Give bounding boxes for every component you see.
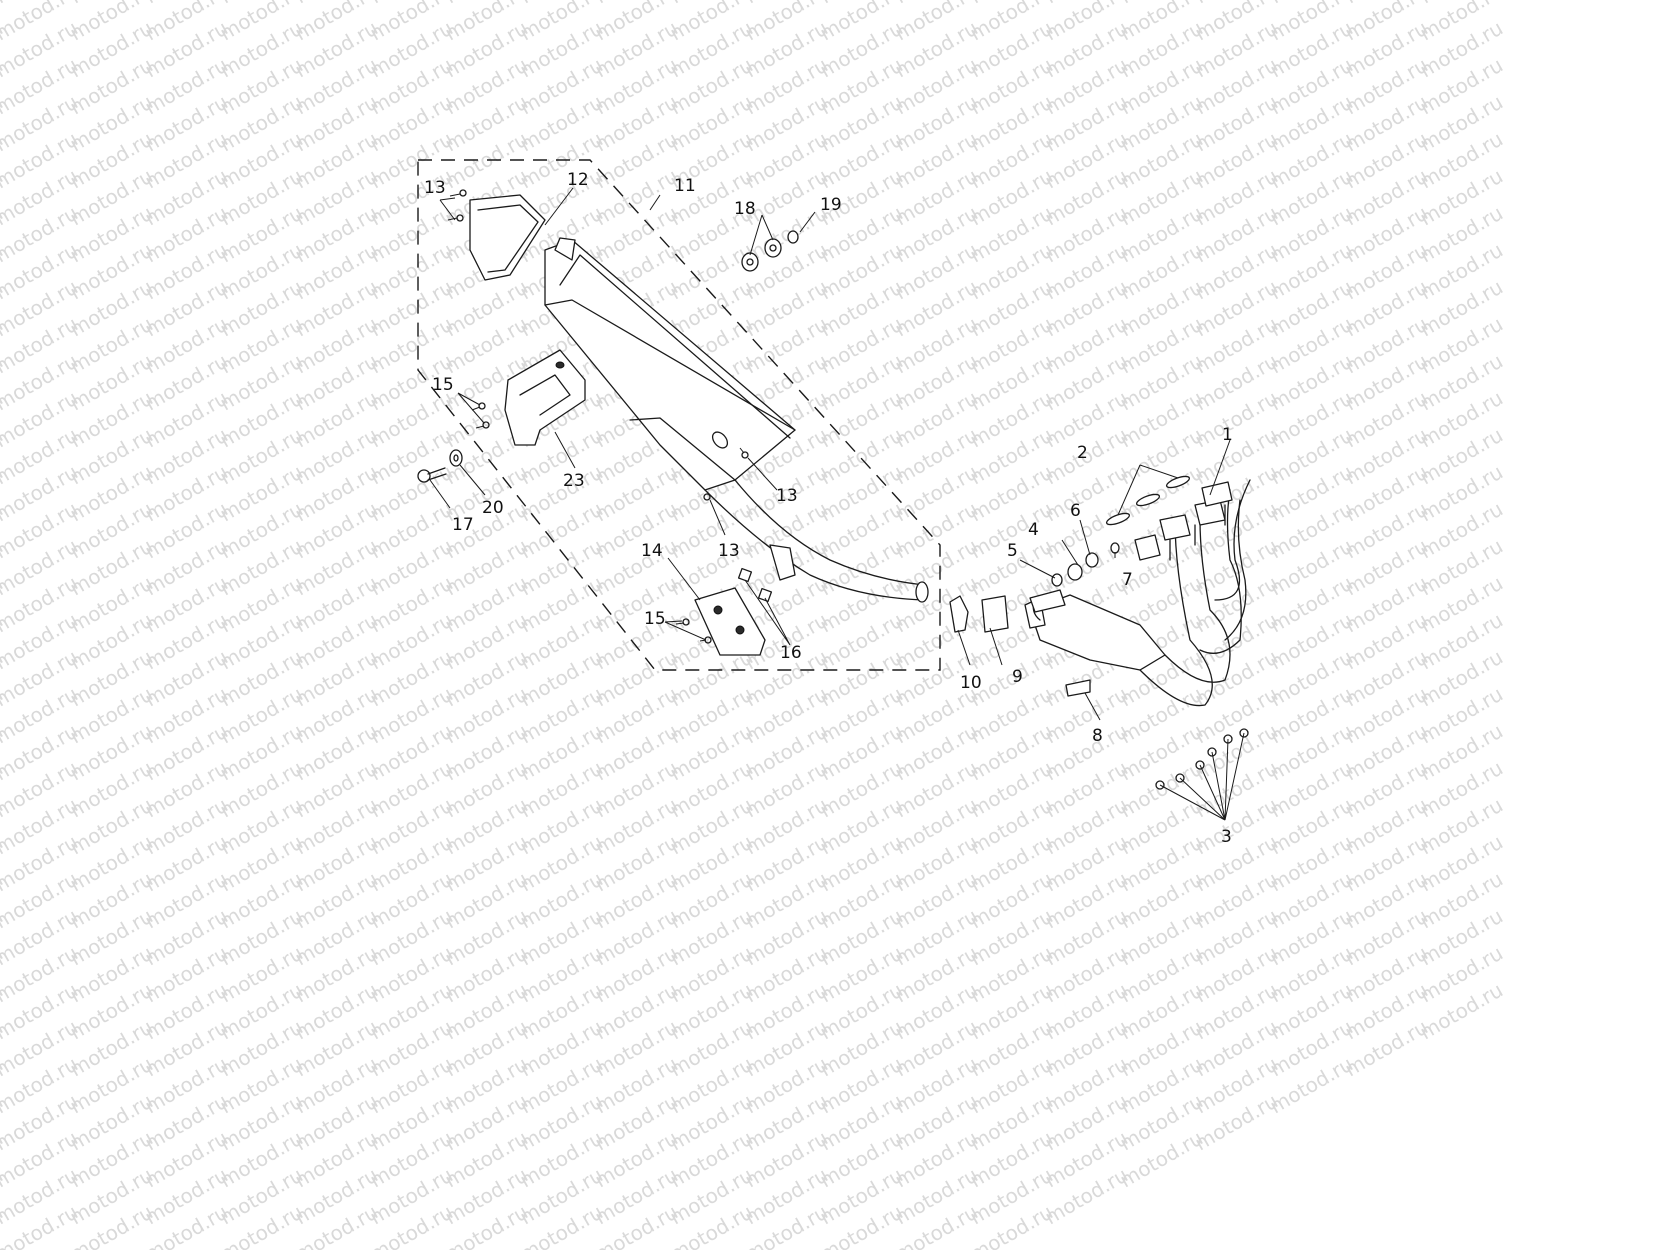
callout-19: 19	[820, 195, 842, 215]
callout-7: 7	[1122, 570, 1133, 590]
callout-10: 10	[960, 673, 982, 693]
callout-20: 20	[482, 498, 504, 518]
callout-3: 3	[1221, 827, 1232, 847]
callout-11: 11	[674, 176, 696, 196]
callout-15b: 15	[644, 609, 666, 629]
callout-23: 23	[563, 471, 585, 491]
callout-17: 17	[452, 515, 474, 535]
callout-2: 2	[1077, 443, 1088, 463]
callout-1: 1	[1222, 425, 1233, 445]
callout-8: 8	[1092, 726, 1103, 746]
callout-13b: 13	[776, 486, 798, 506]
callout-13c: 13	[718, 541, 740, 561]
callout-4: 4	[1028, 520, 1039, 540]
callout-16: 16	[780, 643, 802, 663]
callout-18: 18	[734, 199, 756, 219]
callout-9: 9	[1012, 667, 1023, 687]
callout-14: 14	[641, 541, 663, 561]
callout-12: 12	[567, 170, 589, 190]
callout-5: 5	[1007, 541, 1018, 561]
callout-15a: 15	[432, 375, 454, 395]
callout-6: 6	[1070, 501, 1081, 521]
callout-13a: 13	[424, 178, 446, 198]
